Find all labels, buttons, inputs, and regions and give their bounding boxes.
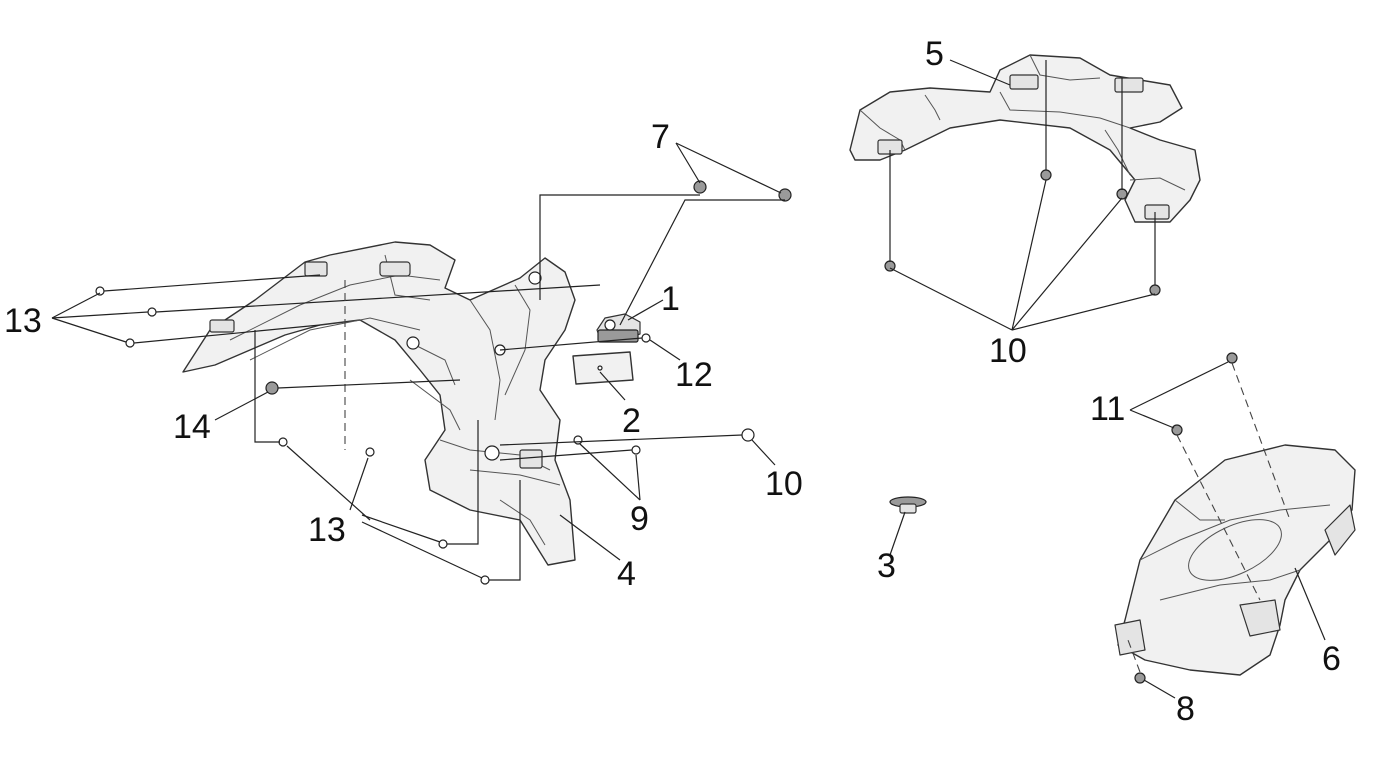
upper-bracket-part [849,54,1201,223]
reflector-plate-part [572,351,634,385]
callout-3: 3 [877,547,896,585]
callout-5: 5 [925,35,944,73]
rear-mudguard-part [1114,444,1356,676]
callout-11: 11 [1090,390,1125,428]
callout-14: 14 [173,408,211,446]
callout-12: 12 [675,356,713,394]
callout-10-upper: 10 [989,332,1027,370]
assembly-lines [103,60,1291,673]
leader-lines [51,59,1326,699]
callout-1: 1 [661,280,680,318]
callout-8: 8 [1176,690,1195,728]
license-light-part [596,313,641,343]
callout-10-lower: 10 [765,465,803,503]
callout-4: 4 [617,555,636,593]
callouts: 1 2 3 4 5 6 7 8 9 10 10 11 12 13 13 14 [4,35,1341,728]
fasteners [95,169,1238,684]
rubber-clip-part [889,496,927,514]
callout-13-upper: 13 [4,302,42,340]
callout-6: 6 [1322,640,1341,678]
callout-7: 7 [651,118,670,156]
callout-9: 9 [630,500,649,538]
callout-13-lower: 13 [308,511,346,549]
callout-2: 2 [622,402,641,440]
